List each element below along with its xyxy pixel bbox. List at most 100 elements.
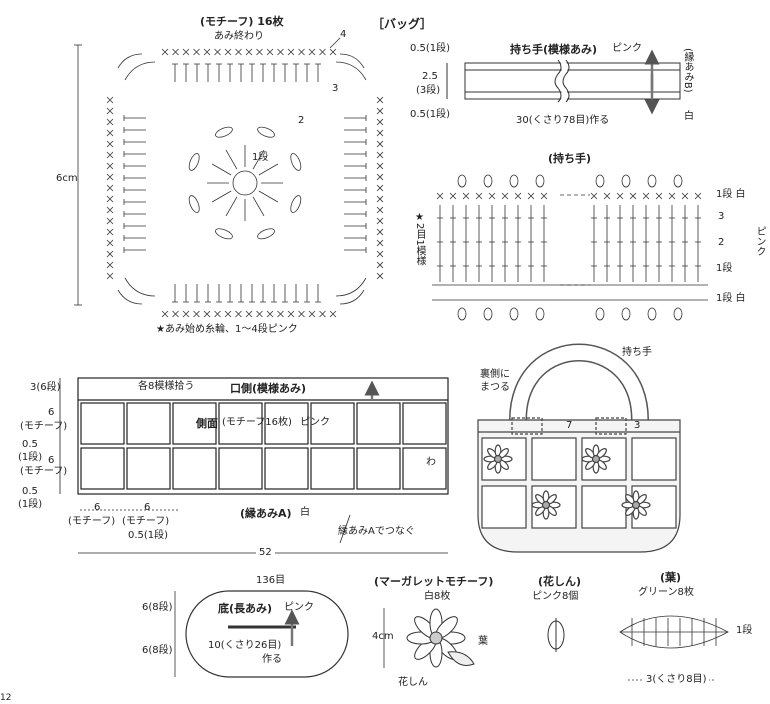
bottom-upper-rows: 6(8段) bbox=[142, 602, 173, 613]
motif-height-2-unit: (モチーフ) bbox=[20, 466, 68, 477]
single-crochet-mark bbox=[256, 48, 263, 56]
handle-picot bbox=[457, 174, 467, 188]
bottom-lower-rows: 6(8段) bbox=[142, 645, 173, 656]
single-crochet-mark bbox=[277, 310, 284, 318]
handle-picot bbox=[509, 307, 519, 321]
motif-corner-arc bbox=[339, 53, 365, 69]
single-crochet-mark bbox=[376, 250, 384, 258]
treble-stitch-mark bbox=[123, 115, 146, 121]
sew-note-1: 裏側に bbox=[480, 369, 510, 380]
single-crochet-mark bbox=[161, 48, 169, 56]
bag-handle-label: 持ち手 bbox=[622, 347, 652, 358]
single-crochet-mark bbox=[298, 48, 305, 56]
round-one-stitch bbox=[258, 163, 279, 176]
side-motif-cell bbox=[356, 447, 401, 490]
single-crochet-mark bbox=[245, 310, 253, 318]
handle-chart-title: (持ち手) bbox=[548, 152, 592, 165]
bottom-base-chain: 10(くさり26目) bbox=[208, 640, 282, 651]
treble-stitch-mark bbox=[249, 63, 255, 82]
single-crochet-mark bbox=[106, 129, 114, 137]
round-two-petal bbox=[257, 228, 275, 240]
margaret-count: 白8枚 bbox=[424, 591, 451, 602]
treble-stitch-mark bbox=[344, 199, 367, 205]
single-crochet-mark bbox=[514, 192, 522, 200]
single-crochet-mark bbox=[527, 192, 535, 200]
treble-stitch-mark bbox=[344, 223, 367, 229]
single-crochet-mark bbox=[106, 228, 114, 236]
treble-stitch-mark bbox=[304, 284, 310, 303]
handle-stitch-bar bbox=[669, 217, 675, 267]
bag-flower-center bbox=[493, 454, 503, 464]
handle-picot bbox=[535, 174, 545, 188]
motif-corner-arc bbox=[117, 53, 143, 69]
single-crochet-mark bbox=[462, 192, 470, 200]
bag-motif-cell bbox=[581, 485, 627, 529]
treble-stitch-mark bbox=[344, 163, 367, 169]
pickup-note: 各8模様拾う bbox=[138, 381, 195, 392]
treble-stitch-mark bbox=[172, 284, 178, 303]
handle-chart-row-3: 3 bbox=[718, 211, 725, 222]
single-crochet-mark bbox=[629, 192, 637, 200]
handle-base-chain: 30(くさり78目)作る bbox=[516, 115, 610, 126]
handle-white-label: 白 bbox=[684, 111, 694, 122]
margaret-center bbox=[429, 631, 443, 645]
single-crochet-mark bbox=[319, 310, 326, 318]
margaret-leaf-label: 葉 bbox=[478, 636, 488, 647]
single-crochet-mark bbox=[266, 310, 274, 318]
total-width: 52 bbox=[256, 548, 275, 558]
flower-center-title: (花しん) bbox=[538, 575, 582, 588]
single-crochet-mark bbox=[235, 310, 242, 318]
handle-border-label: (縁あみB) bbox=[682, 48, 693, 93]
handle-strip-drawing bbox=[446, 49, 681, 115]
handle-stitch-bar bbox=[604, 217, 610, 267]
treble-stitch-mark bbox=[123, 223, 146, 229]
single-crochet-mark bbox=[376, 272, 384, 280]
motif-height-label: 6cm bbox=[56, 173, 78, 184]
treble-stitch-mark bbox=[123, 127, 146, 133]
single-crochet-mark bbox=[182, 48, 190, 56]
handle-chart-row-2: 2 bbox=[718, 237, 725, 248]
gap-height-2-unit: (1段) bbox=[18, 499, 43, 510]
handle-stitch-bar bbox=[476, 217, 482, 267]
handle-stitch-bar bbox=[437, 217, 443, 267]
single-crochet-mark bbox=[376, 162, 384, 170]
gap-height-1: 0.5 bbox=[22, 439, 38, 450]
round-one-stitch bbox=[211, 190, 232, 203]
handle-picot bbox=[673, 174, 683, 188]
side-motif-cell bbox=[80, 402, 125, 445]
motif-round-1: 1段 bbox=[252, 152, 269, 163]
treble-stitch-mark bbox=[344, 175, 367, 181]
bottom-title: 底(長あみ) bbox=[218, 602, 273, 615]
single-crochet-mark bbox=[376, 184, 384, 192]
treble-stitch-mark bbox=[123, 175, 146, 181]
single-crochet-mark bbox=[106, 261, 114, 269]
handle-chart-repeat-note: ★2目1模様 bbox=[414, 212, 425, 266]
treble-stitch-mark bbox=[183, 63, 189, 82]
motif-chart bbox=[74, 37, 384, 318]
side-label: 側面 bbox=[196, 417, 218, 430]
round-two-petal bbox=[290, 195, 302, 213]
handle-middle-rows: (3段) bbox=[416, 85, 441, 96]
single-crochet-mark bbox=[106, 239, 114, 247]
handle-stitch-chart bbox=[432, 174, 708, 321]
treble-stitch-mark bbox=[227, 284, 233, 303]
motif-title: (モチーフ) 16枚 bbox=[200, 15, 284, 28]
treble-stitch-mark bbox=[123, 163, 146, 169]
motif-inner-stitches bbox=[123, 63, 367, 303]
margaret-leaf bbox=[447, 651, 475, 666]
leaf-chart bbox=[619, 615, 729, 681]
single-crochet-mark bbox=[376, 129, 384, 137]
bag-title: ［バッグ］ bbox=[372, 17, 433, 31]
single-crochet-mark bbox=[224, 48, 232, 56]
handle-picot bbox=[673, 307, 683, 321]
gap-height-1-unit: (1段) bbox=[18, 452, 43, 463]
single-crochet-mark bbox=[182, 310, 190, 318]
single-crochet-mark bbox=[376, 261, 384, 269]
motif-height-1: 6 bbox=[48, 407, 55, 418]
treble-stitch-mark bbox=[282, 63, 288, 82]
handle-stitch-bar bbox=[695, 217, 701, 267]
bag-motif-cell bbox=[631, 437, 677, 481]
bag-illustration bbox=[477, 343, 681, 553]
single-crochet-mark bbox=[106, 96, 114, 104]
treble-stitch-mark bbox=[315, 63, 321, 82]
